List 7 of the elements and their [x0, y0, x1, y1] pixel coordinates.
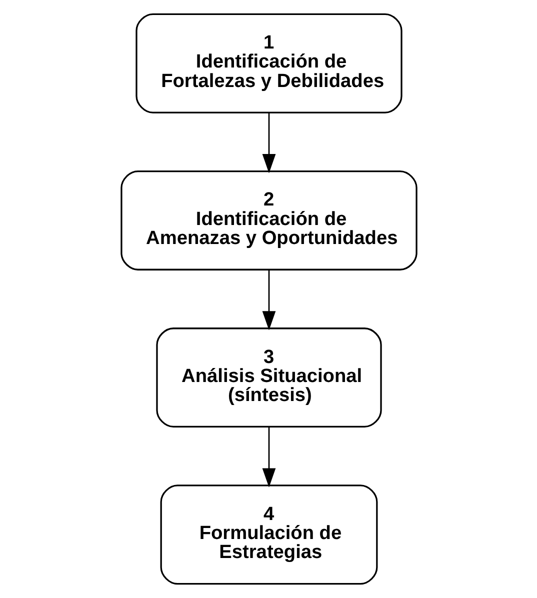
node-box: 2 Identificación de Amenazas y Oportunidades: [120, 170, 417, 270]
node-box: 4 Formulación de Estrategias: [160, 484, 378, 585]
node-box: 1 Identificación de Fortalezas y Debilidades: [135, 13, 402, 114]
node-box: 3 Análisis Situacional (síntesis): [156, 328, 382, 428]
arrow: [262, 426, 276, 488]
arrow: [262, 270, 276, 330]
arrow: [262, 112, 276, 174]
